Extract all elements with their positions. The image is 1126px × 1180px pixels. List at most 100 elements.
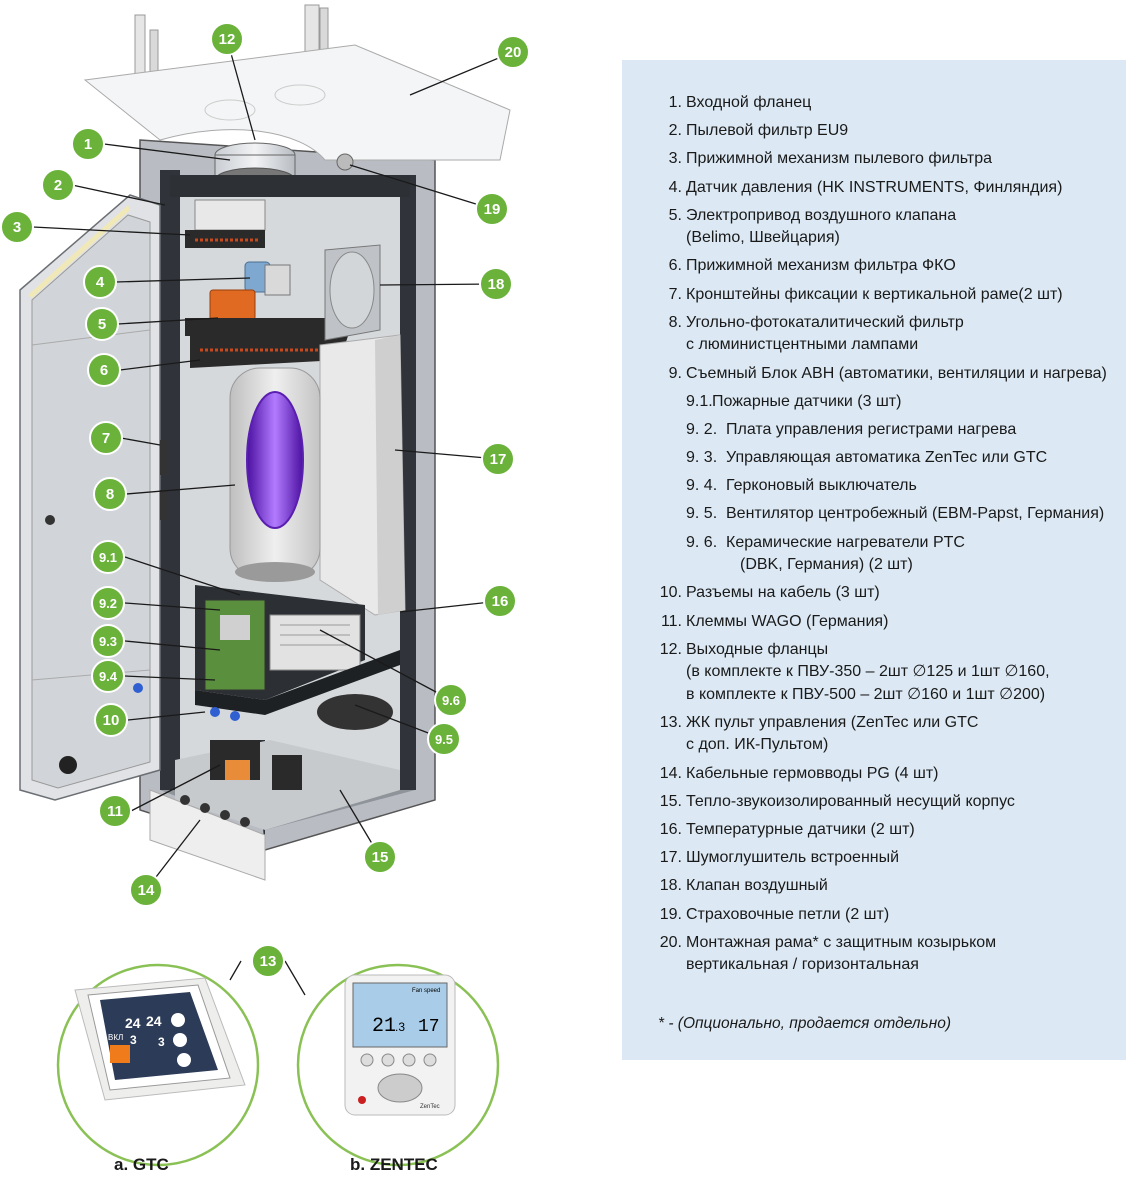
legend-item-continuation: с люминистцентными лампами — [686, 336, 919, 354]
legend-item-label: Пылевой фильтр EU9 — [686, 122, 849, 140]
photocatalytic-filter — [229, 367, 321, 582]
legend-item-label: Шумоглушитель встроенный — [686, 849, 900, 867]
callout-label: 9.1 — [99, 550, 117, 565]
callout-96: 9.6 — [434, 683, 468, 717]
callout-label: 20 — [505, 44, 522, 61]
legend-item-text: Герконовый выключатель — [726, 475, 917, 498]
callout-label: 6 — [100, 362, 108, 379]
callout-label: 14 — [138, 882, 155, 899]
legend-item-text: Пожарные датчики (3 шт) — [712, 391, 901, 414]
legend-item-text: Электропривод воздушного клапана(Belimo,… — [686, 205, 956, 250]
legend-item-text: Керамические нагреватели PTC(DBK, Герман… — [726, 532, 965, 577]
callout-label: 1 — [84, 136, 92, 153]
bottom-compartment — [149, 740, 400, 881]
callout-18: 18 — [479, 267, 513, 301]
callout-4: 4 — [83, 265, 117, 299]
callout-15: 15 — [363, 840, 397, 874]
legend-item-text: Клапан воздушный — [686, 875, 828, 898]
legend-item-text: Кронштейны фиксации к вертикальной раме(… — [686, 284, 1063, 307]
callout-7: 7 — [89, 421, 123, 455]
callout-11: 11 — [98, 794, 132, 828]
leader-lines — [32, 38, 514, 996]
legend-item-label: Герконовый выключатель — [726, 477, 917, 495]
callout-label: 9.5 — [435, 732, 453, 747]
callout-10: 10 — [94, 703, 128, 737]
gtc-display-value-4: 3 — [158, 1035, 165, 1049]
callout-95: 9.5 — [427, 722, 461, 756]
air-valve-actuator — [185, 289, 335, 336]
callout-17: 17 — [481, 442, 515, 476]
callout-label: 19 — [484, 201, 501, 218]
gtc-display-value-2: 24 — [146, 1013, 162, 1029]
callout-label: 12 — [219, 31, 236, 48]
legend-item-number: 5. — [668, 206, 682, 224]
callout-13: 13 — [251, 944, 285, 978]
legend-item-number: 13. — [659, 713, 682, 731]
callout-93: 9.3 — [91, 624, 125, 658]
callout-1: 1 — [71, 127, 105, 161]
callout-label: 7 — [102, 430, 110, 447]
legend-item-text: Шумоглушитель встроенный — [686, 847, 899, 870]
legend-item-text: Разъемы на кабель (3 шт) — [686, 582, 880, 605]
dust-filter — [185, 199, 266, 248]
callout-label: 3 — [13, 219, 21, 236]
legend-item-number: 14. — [659, 764, 682, 782]
legend-item-label: Клеммы WAGO (Германия) — [686, 612, 889, 630]
callout-label: 2 — [54, 177, 62, 194]
legend-item-number: 15. — [659, 792, 682, 810]
legend-item-text: Входной фланец — [686, 92, 811, 115]
callout-label: 9.2 — [99, 596, 117, 611]
unit-diagram: 24 24 3 3 ВКЛ Fan speed 21 .3 17 ZenTec … — [0, 4, 530, 1167]
legend-item-label: Прижимной механизм фильтра ФКО — [686, 257, 956, 275]
callout-label: 9.4 — [99, 669, 118, 684]
gtc-display-on: ВКЛ — [108, 1033, 123, 1042]
legend-item-label: Вентилятор центробежный (EBM-Papst, Герм… — [726, 505, 1105, 523]
legend-item-number: 9. 2. — [686, 420, 718, 438]
air-valve — [324, 244, 381, 341]
legend-item-number: 8. — [668, 313, 682, 331]
zentec-temperature-decimal: .3 — [395, 1020, 405, 1034]
legend-item-number: 1. — [668, 94, 682, 111]
optional-note: * - (Опционально, продается отдельно) — [658, 1015, 952, 1032]
callout-3: 3 — [0, 210, 34, 244]
callout-8: 8 — [93, 477, 127, 511]
zentec-temperature: 21 — [372, 1015, 396, 1038]
legend-item-label: Съемный Блок АВН (автоматики, вентиляции… — [686, 364, 1107, 382]
legend-item-text: Клеммы WAGO (Германия) — [686, 611, 888, 634]
gtc-display-value-1: 24 — [125, 1015, 141, 1031]
legend-item-label: Монтажная рама* с защитным козырьком — [686, 933, 997, 951]
callout-label: 16 — [492, 593, 509, 610]
legend-item-number: 6. — [668, 257, 682, 275]
legend-item-number: 9. 6. — [686, 533, 718, 551]
callout-label: 13 — [260, 953, 277, 970]
callout-14: 14 — [129, 873, 163, 907]
callout-label: 9.6 — [442, 693, 460, 708]
legend-item-number: 16. — [659, 820, 682, 838]
zentec-control-panel: Fan speed 21 .3 17 ZenTec — [296, 963, 500, 1167]
legend-item-text: Управляющая автоматика ZenTec или GTC — [726, 447, 1047, 470]
legend-item-label: Плата управления регистрами нагрева — [726, 420, 1017, 438]
legend-item-number: 4. — [668, 178, 682, 196]
legend-item-number: 12. — [659, 640, 682, 658]
callout-12: 12 — [210, 22, 244, 56]
legend-item-continuation: (Belimo, Швейцария) — [686, 229, 840, 247]
callout-92: 9.2 — [91, 586, 125, 620]
legend-item-text: Тепло-звукоизолированный несущий корпус — [686, 791, 1015, 814]
legend-item-number: 9. 5. — [686, 505, 718, 523]
top-frame — [170, 175, 410, 197]
callout-label: 15 — [372, 849, 389, 866]
legend-item-label: Тепло-звукоизолированный несущий корпус — [686, 792, 1015, 810]
legend-item-label: Кабельные гермовводы PG (4 шт) — [686, 764, 939, 782]
legend-item-text: Страховочные петли (2 шт) — [686, 904, 889, 927]
legend-item-label: Входной фланец — [686, 94, 812, 111]
legend-item-label: Керамические нагреватели PTC — [726, 533, 965, 551]
legend-item-continuation: вертикальная / горизонтальная — [686, 956, 919, 974]
callout-label: 5 — [98, 316, 106, 333]
legend-item-number: 2. — [668, 122, 682, 140]
legend-item-continuation: в комплекте к ПВУ-500 – 2шт ∅160 и 1шт ∅… — [686, 685, 1046, 703]
callout-label: 17 — [490, 451, 507, 468]
callout-16: 16 — [483, 584, 517, 618]
legend-item-number: 9. 4. — [686, 477, 718, 495]
